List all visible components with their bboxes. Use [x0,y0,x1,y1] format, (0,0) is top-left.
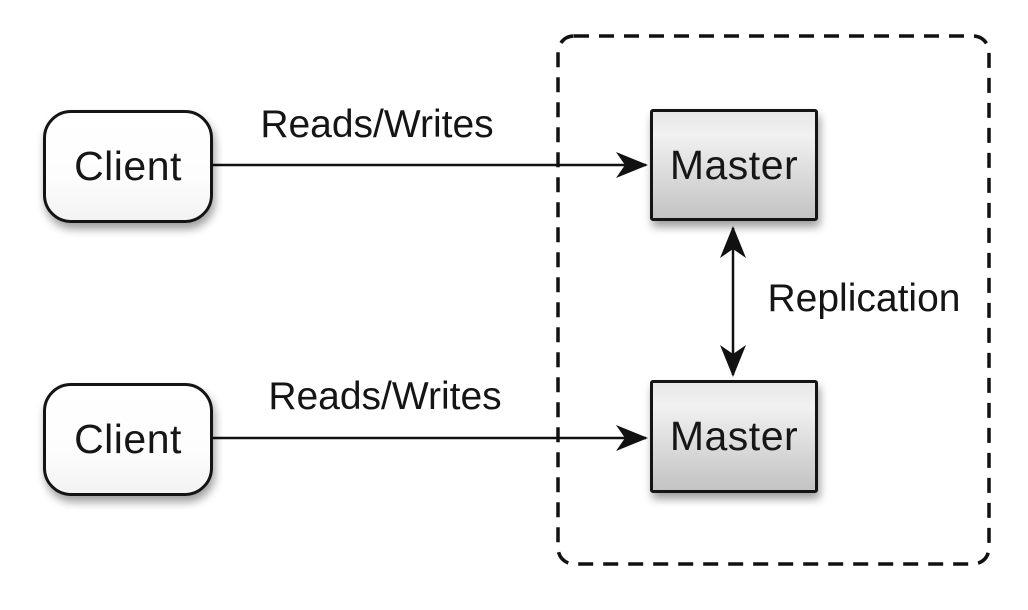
master-node-bottom-label: Master [669,413,799,459]
replication-label: Replication [767,277,961,320]
master-node-bottom: Master [650,380,818,493]
master-node-top-label: Master [669,141,799,188]
reads-writes-label-bottom: Reads/Writes [268,375,502,418]
client-node-bottom: Client [43,383,213,496]
reads-writes-label-top: Reads/Writes [260,103,494,146]
client-node-top-label: Client [74,143,182,189]
client-node-top: Client [43,110,213,223]
master-node-top: Master [650,109,818,221]
client-node-bottom-label: Client [74,416,182,462]
